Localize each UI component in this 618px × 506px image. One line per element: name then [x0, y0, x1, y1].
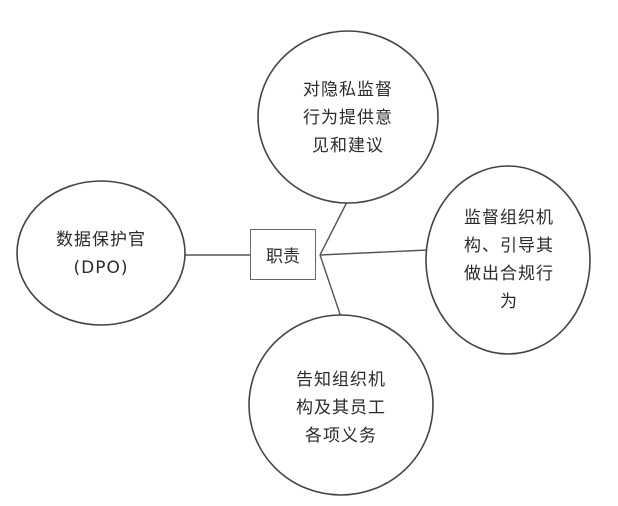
node-top-text: 对隐私监督 行为提供意 见和建议: [278, 76, 418, 160]
connector-right: [319, 249, 429, 256]
node-left-line-1: 数据保护官: [56, 230, 146, 250]
node-bottom-text: 告知组织机 构及其员工 各项义务: [271, 366, 411, 450]
node-right-line-2: 构、引导其: [464, 236, 554, 256]
node-left-line-2: (DPO): [73, 258, 129, 278]
node-bottom-line-1: 告知组织机: [296, 370, 386, 390]
node-bottom-circle: [248, 314, 434, 496]
node-left-circle: [16, 180, 186, 326]
node-bottom-line-2: 构及其员工: [296, 398, 386, 418]
node-left-text: 数据保护官 (DPO): [31, 226, 171, 282]
node-right-line-4: 为: [500, 292, 518, 312]
center-box: 职责: [250, 229, 316, 280]
node-top-line-3: 见和建议: [312, 136, 384, 156]
node-right-text: 监督组织机 构、引导其 做出合规行 为: [441, 204, 577, 316]
node-right-line-3: 做出合规行: [464, 264, 554, 284]
node-right-circle: [425, 165, 591, 355]
connector-top: [319, 199, 349, 256]
node-right-line-1: 监督组织机: [464, 208, 554, 228]
connector-bottom: [319, 254, 343, 321]
node-top-circle: [257, 30, 439, 204]
center-label: 职责: [266, 247, 300, 267]
node-bottom-line-3: 各项义务: [305, 426, 377, 446]
node-top-line-2: 行为提供意: [303, 108, 393, 128]
node-top-line-1: 对隐私监督: [303, 80, 393, 100]
